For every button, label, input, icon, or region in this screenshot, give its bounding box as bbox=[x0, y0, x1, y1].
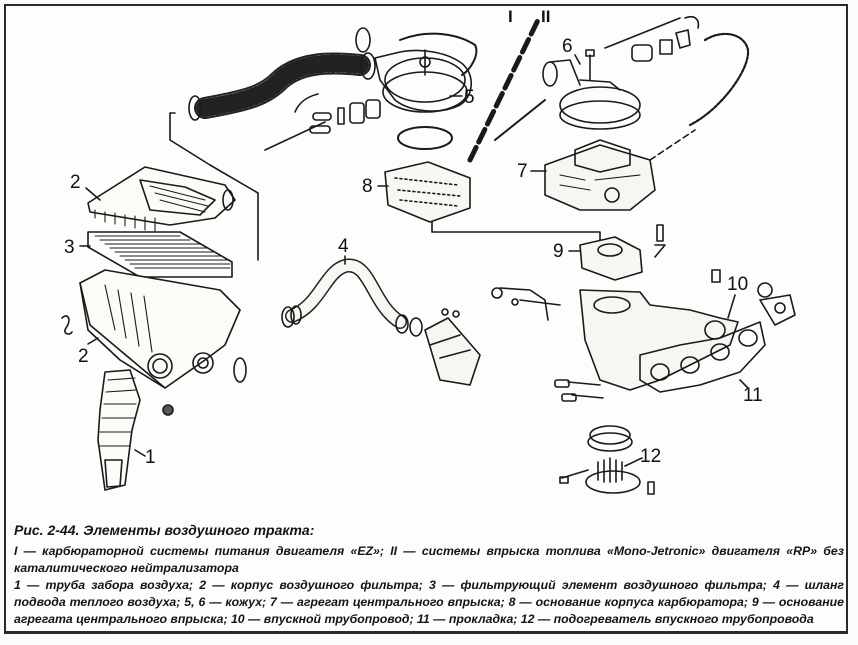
warm-air-hose bbox=[281, 258, 423, 337]
part-label-1: 1 bbox=[145, 447, 156, 468]
central-injection-unit bbox=[544, 129, 696, 211]
housing-6 bbox=[494, 15, 750, 141]
corrugated-hose-top bbox=[188, 27, 376, 121]
exploded-diagram: I II 5 2 bbox=[61, 7, 796, 495]
air-filter-housing bbox=[61, 269, 247, 416]
part-label-9: 9 bbox=[553, 241, 564, 262]
section-divider bbox=[467, 17, 541, 163]
filter-element bbox=[87, 231, 233, 278]
part-label-7: 7 bbox=[517, 161, 528, 182]
section-label-I: I bbox=[508, 7, 513, 26]
caption-systems: I — карбюраторной системы питания двигат… bbox=[14, 544, 844, 575]
part-label-4: 4 bbox=[338, 236, 349, 257]
part-label-8: 8 bbox=[362, 176, 373, 197]
figure-caption: Рис. 2-44. Элементы воздушного тракта: I… bbox=[14, 519, 844, 628]
injection-unit-base bbox=[579, 224, 666, 281]
housing-5 bbox=[374, 32, 478, 150]
heat-shroud bbox=[424, 308, 481, 386]
intake-pipe bbox=[97, 369, 141, 491]
part-label-10: 10 bbox=[727, 274, 748, 295]
part-label-5: 5 bbox=[464, 87, 475, 108]
section-label-II: II bbox=[541, 7, 550, 26]
air-filter-cover bbox=[87, 166, 236, 233]
part-label-2-bottom: 2 bbox=[78, 346, 89, 367]
caption-parts: 1 — труба забора воздуха; 2 — корпус воз… bbox=[14, 578, 844, 626]
intake-manifold bbox=[491, 269, 739, 402]
caption-title: Рис. 2-44. Элементы воздушного тракта: bbox=[14, 522, 315, 538]
vacuum-fittings bbox=[169, 93, 381, 261]
part-label-12: 12 bbox=[640, 446, 661, 467]
part-label-3: 3 bbox=[64, 237, 75, 258]
part-label-11: 11 bbox=[743, 385, 763, 406]
part-label-2-top: 2 bbox=[70, 172, 81, 193]
part-label-6: 6 bbox=[562, 36, 573, 57]
manifold-gasket bbox=[639, 282, 796, 393]
manifold-heater bbox=[559, 425, 655, 495]
carb-base-plate bbox=[384, 161, 601, 241]
